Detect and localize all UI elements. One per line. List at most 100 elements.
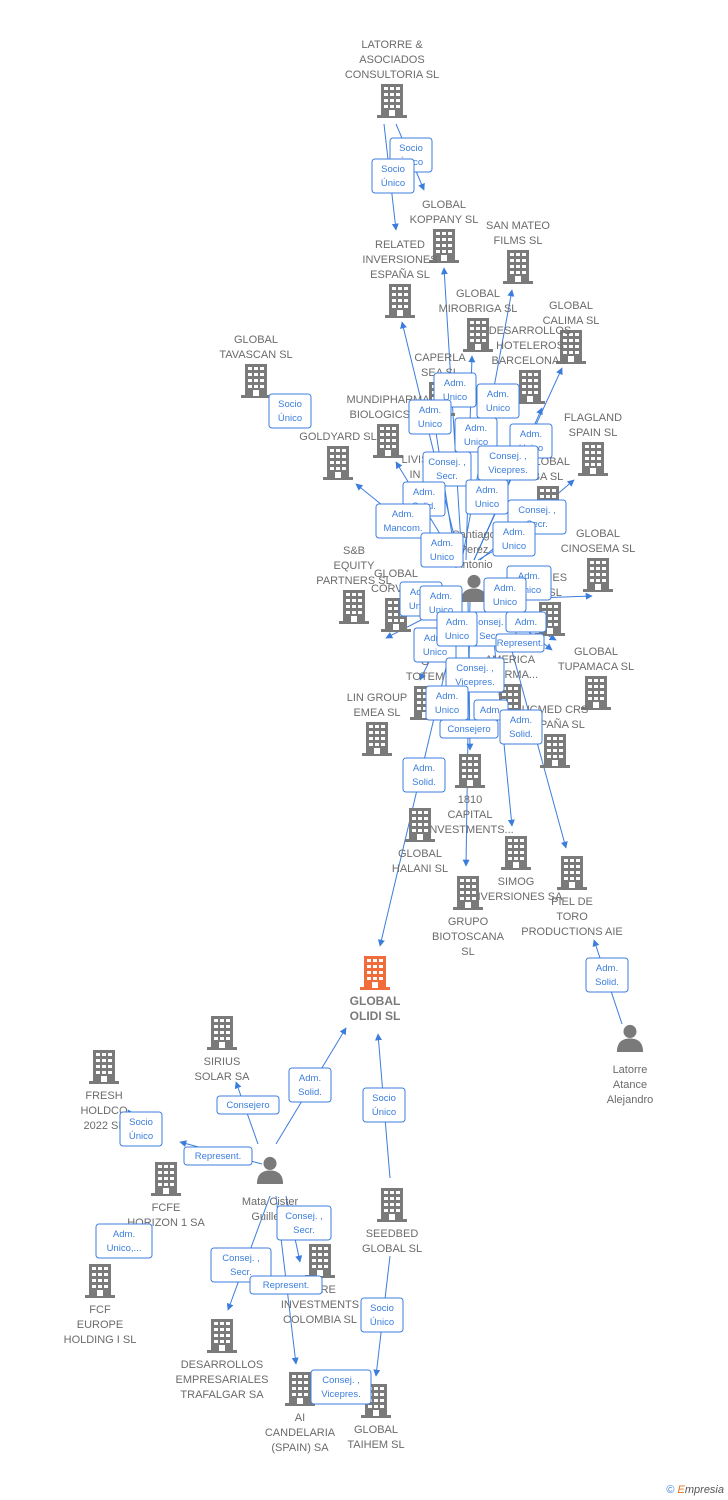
relation-badge[interactable]: Adm.Unico (425, 685, 469, 721)
relation-badge[interactable]: Adm. (505, 611, 547, 633)
relation-badge[interactable]: Adm.Unico (420, 532, 464, 568)
relation-label: Mancom. (383, 523, 422, 534)
relation-badge[interactable]: Adm.Solid. (585, 957, 629, 993)
node-desarrollos_hot[interactable]: DESARROLLOSHOTELEROSBARCELONA... (489, 325, 572, 404)
relation-badge[interactable]: Adm.Unico (465, 479, 509, 515)
relation-badge[interactable]: Consej. ,Vicepres. (445, 657, 505, 693)
relation-badge[interactable]: Adm.Unico (483, 577, 527, 613)
relation-badge[interactable]: Represent. (183, 1146, 253, 1166)
building-icon (503, 250, 533, 284)
node-label: TORO (556, 911, 588, 923)
relation-badge[interactable]: Consejero (439, 719, 499, 739)
footer-brand[interactable]: © Empresia (666, 1484, 724, 1496)
relation-badge-box (499, 709, 543, 745)
relation-badge[interactable]: Adm.Unico,... (95, 1223, 153, 1259)
node-label: GLOBAL (398, 848, 442, 860)
relation-label: Unico (486, 403, 510, 414)
relation-badge[interactable]: Adm.Solid. (499, 709, 543, 745)
relation-label: Vicepres. (455, 677, 494, 688)
relation-badge[interactable]: Adm.Mancom. (375, 503, 431, 539)
node-label: 2022 SL (84, 1120, 125, 1132)
relation-label: Adm. (430, 591, 452, 602)
relation-badge[interactable]: Adm.Unico (408, 399, 452, 435)
relation-badge[interactable]: Consej. ,Vicepres. (477, 445, 539, 481)
relation-badge[interactable]: Consej. ,Secr. (276, 1205, 332, 1241)
relation-badge[interactable]: Consejero (216, 1095, 280, 1115)
relation-label: Unico (493, 597, 517, 608)
relation-label: Unico (443, 392, 467, 403)
node-label: BIOTOSCANA (432, 931, 505, 943)
building-icon (578, 442, 608, 476)
node-capital_1810[interactable]: 1810CAPITALINVESTMENTS... (426, 754, 514, 836)
relation-badge-box (276, 1205, 332, 1241)
relation-label: Unico (445, 631, 469, 642)
node-label: GLOBAL (576, 528, 620, 540)
relation-badge[interactable]: Adm.Unico (433, 372, 477, 408)
relation-label: Adm. (424, 633, 446, 644)
relation-label: Adm. (465, 423, 487, 434)
building-icon (89, 1050, 119, 1084)
relation-label: Socio (399, 143, 423, 154)
node-label: MIROBRIGA SL (439, 303, 518, 315)
node-label: Latorre (613, 1064, 648, 1076)
building-icon (323, 446, 353, 480)
relation-badge[interactable]: Adm.Solid. (288, 1067, 332, 1103)
relation-badge[interactable]: Represent. (249, 1275, 323, 1295)
relation-badge[interactable]: Represent. (495, 633, 545, 653)
copyright-symbol: © (666, 1484, 675, 1496)
relation-badge[interactable]: Adm.Unico (476, 383, 520, 419)
node-label: GLOBAL (422, 199, 466, 211)
relation-badge[interactable]: Adm.Solid. (402, 757, 446, 793)
relation-badge-box (183, 1146, 253, 1166)
relation-badge[interactable]: Consej. ,Vicepres. (310, 1369, 372, 1405)
relation-badge-box (492, 521, 536, 557)
relation-badge[interactable]: Consej. ,Secr. (210, 1247, 272, 1283)
relation-badge-box (408, 399, 452, 435)
relation-badge[interactable]: Adm.Unico (454, 417, 498, 453)
relation-badge[interactable]: Adm.Unico (436, 611, 478, 647)
relation-label: Secr. (293, 1225, 315, 1236)
relation-label: Socio (278, 399, 302, 410)
relation-badge[interactable]: Adm.Unico (492, 521, 536, 557)
relation-badge[interactable]: Consej. ,Secr. (422, 451, 472, 487)
relation-label: Adm. (413, 487, 435, 498)
relation-label: Unico (502, 541, 526, 552)
relation-badge-box (476, 383, 520, 419)
relation-badge-box (310, 1369, 372, 1405)
node-label: HOLDCO (80, 1105, 128, 1117)
node-goldyard[interactable]: GOLDYARD SL (299, 431, 377, 480)
